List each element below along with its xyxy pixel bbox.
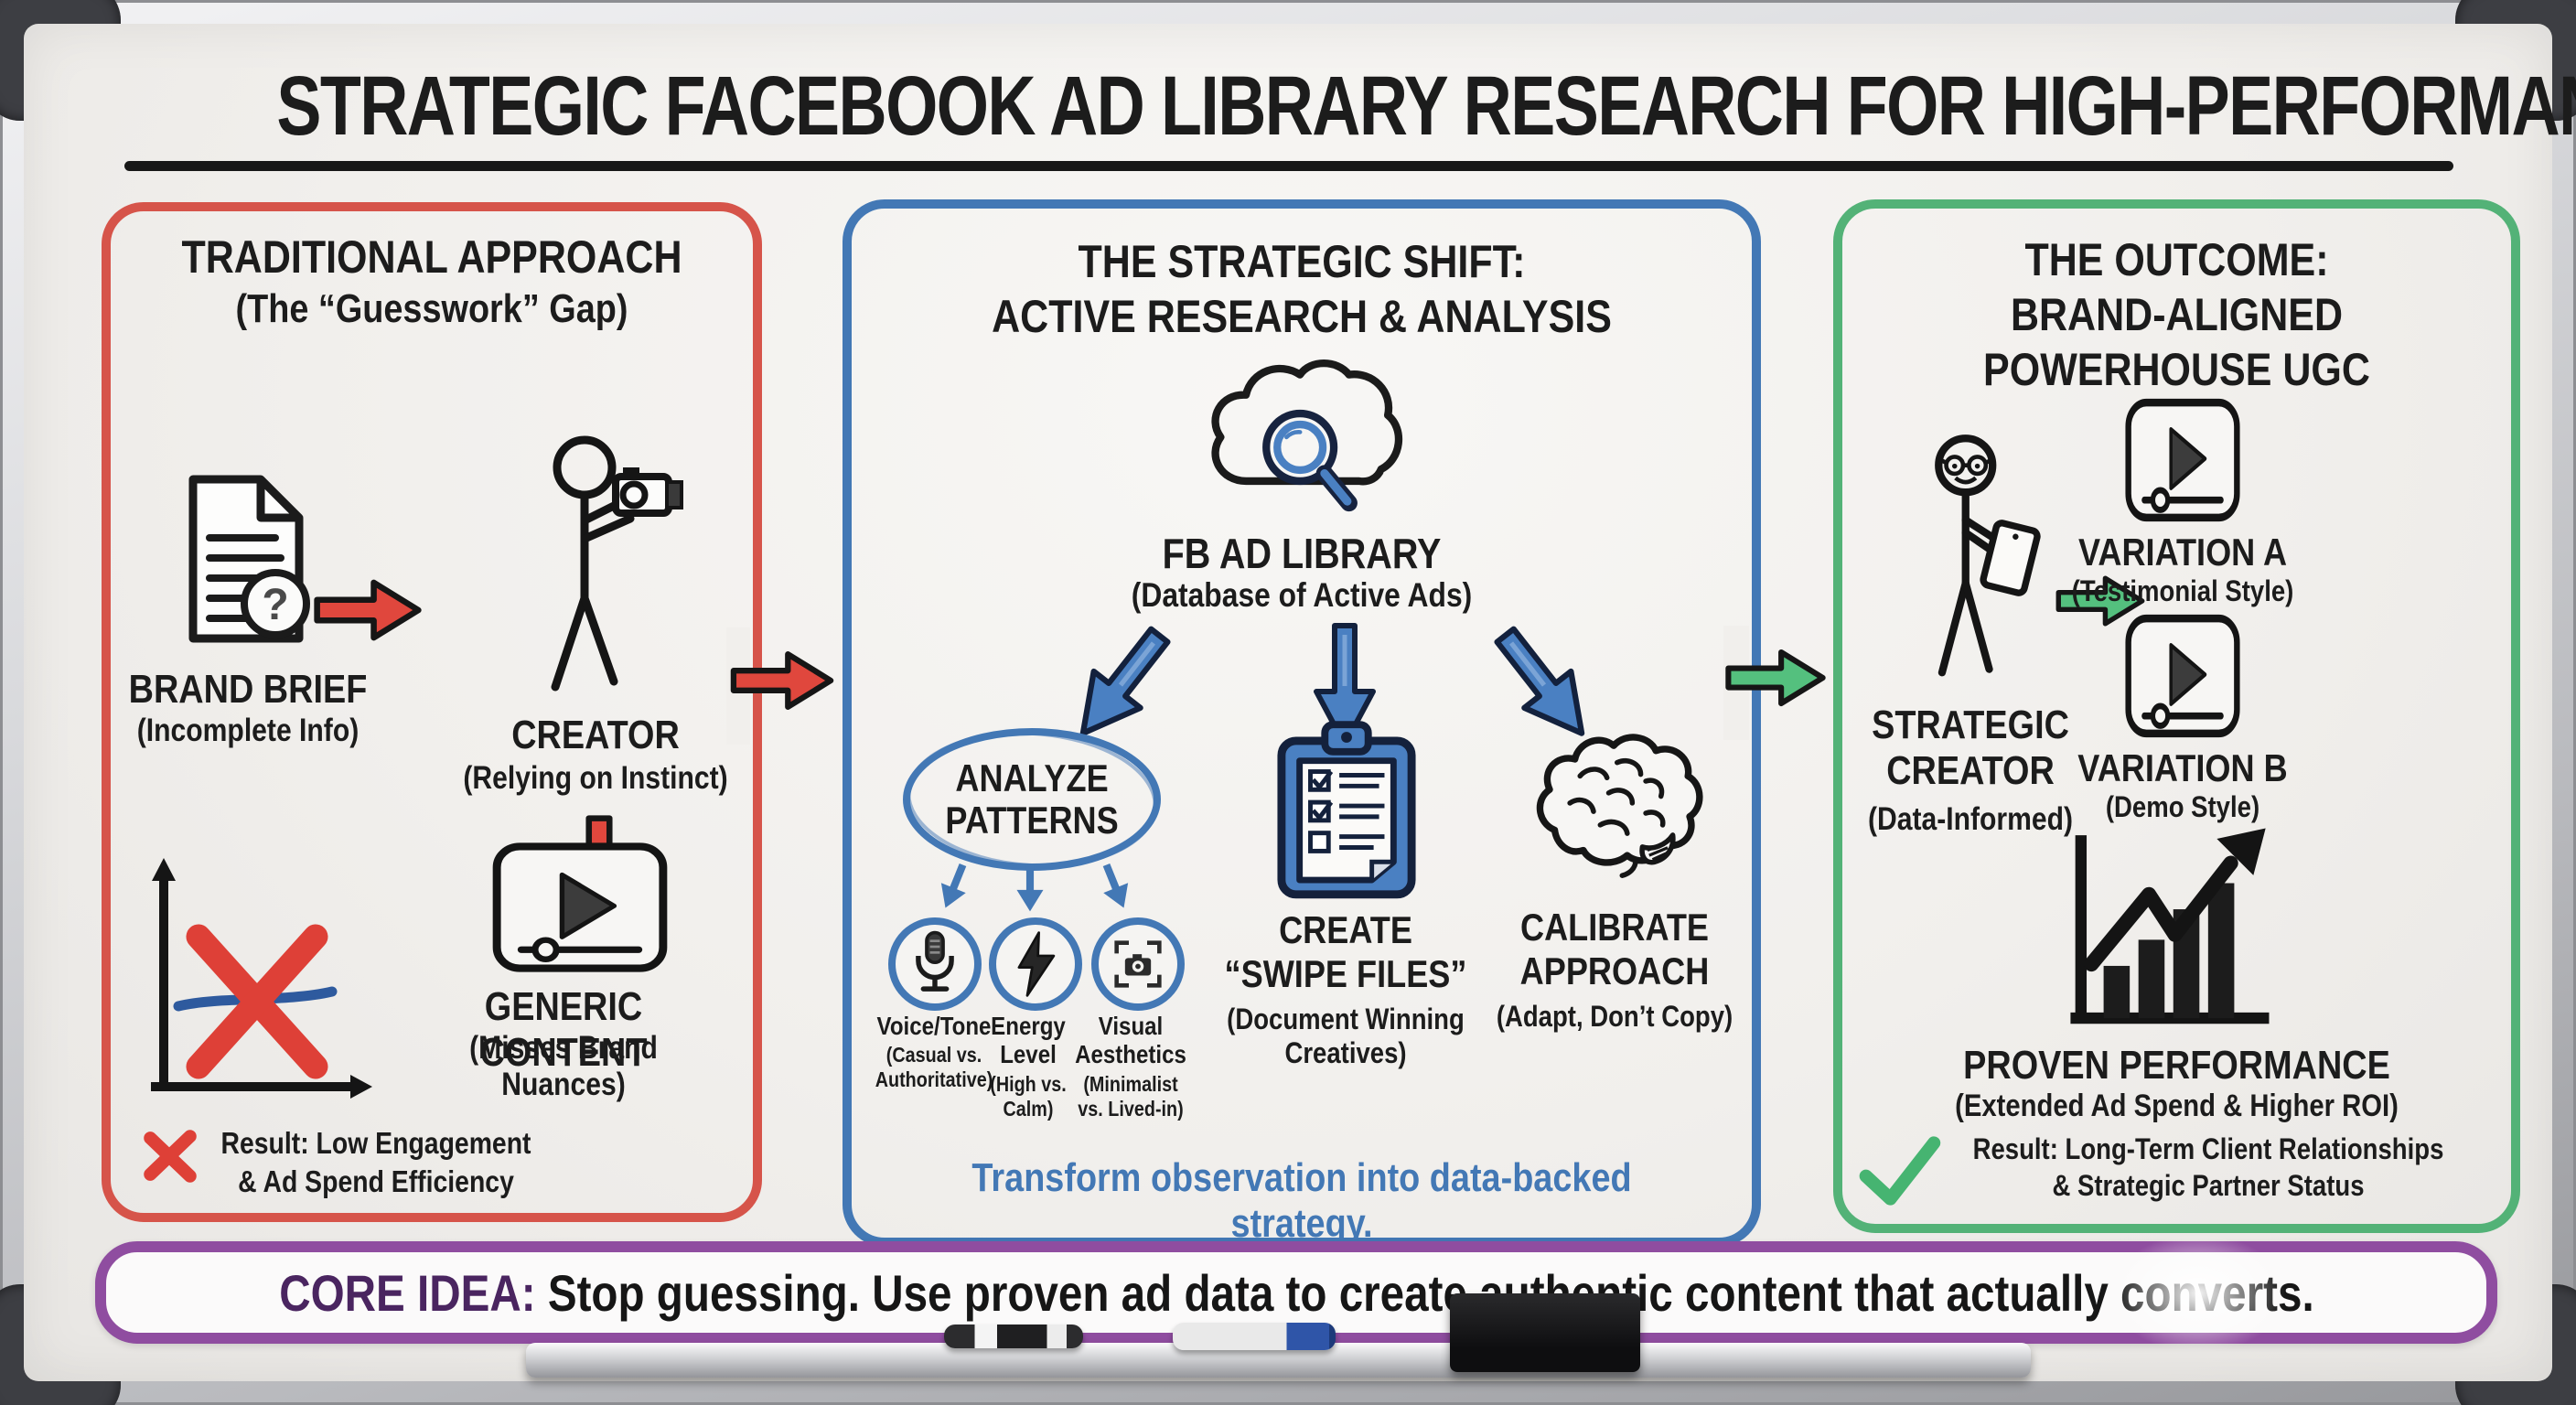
factor-visual-sub: (Minimalist vs. Lived-in) xyxy=(1078,1072,1184,1121)
strategic-creator-label: STRATEGIC CREATOR xyxy=(1872,702,2069,793)
variation-b-video-icon xyxy=(2124,613,2241,739)
transition-arrow-red-icon xyxy=(726,648,838,713)
panel-outcome: THE OUTCOME: BRAND-ALIGNED POWERHOUSE UG… xyxy=(1833,199,2520,1233)
black-marker[interactable] xyxy=(944,1325,1083,1348)
generic-content-label: GENERIC CONTENT xyxy=(479,984,648,1075)
small-arrow-right-icon xyxy=(1089,855,1143,918)
blue-arrow-down-left-icon xyxy=(1051,610,1189,759)
page-title: STRATEGIC FACEBOOK AD LIBRARY RESEARCH F… xyxy=(276,59,2576,153)
panel-strategic-shift: THE STRATEGIC SHIFT: ACTIVE RESEARCH & A… xyxy=(843,199,1761,1247)
lightning-bolt-icon xyxy=(1017,931,1056,997)
blue-arrow-down-right-icon xyxy=(1475,610,1613,759)
swipe-files-label: CREATE “SWIPE FILES” xyxy=(1224,908,1467,995)
strategic-title: THE STRATEGIC SHIFT: ACTIVE RESEARCH & A… xyxy=(992,236,1612,342)
camera-viewfinder-icon xyxy=(1114,940,1162,988)
core-idea-text: CORE IDEA: Stop guessing. Use proven ad … xyxy=(279,1263,2313,1323)
outcome-title: THE OUTCOME: BRAND-ALIGNED POWERHOUSE UG… xyxy=(1983,234,2370,395)
microphone-icon xyxy=(916,930,954,992)
calibrate-label: CALIBRATE APPROACH xyxy=(1519,906,1710,992)
factor-voice-label: Voice/Tone xyxy=(876,1012,992,1040)
variation-a-video-icon xyxy=(2124,397,2241,523)
traditional-title: TRADITIONAL APPROACH xyxy=(181,231,682,283)
board-eraser[interactable] xyxy=(1450,1293,1640,1372)
small-arrow-left-icon xyxy=(928,855,982,918)
variation-a-label: VARIATION A xyxy=(2077,531,2288,574)
blue-capped-marker[interactable] xyxy=(1173,1323,1336,1350)
factor-visual-label: Visual Aesthetics xyxy=(1075,1012,1186,1068)
flat-chart-with-x-icon xyxy=(129,847,385,1121)
whiteboard-surface: STRATEGIC FACEBOOK AD LIBRARY RESEARCH F… xyxy=(24,24,2576,1381)
transition-arrow-green-icon xyxy=(1722,646,1830,710)
analyze-patterns-label: ANALYZE PATTERNS xyxy=(945,756,1119,842)
checkmark-icon xyxy=(1857,1134,1941,1207)
strategic-creator-stick-figure-icon xyxy=(1888,421,2048,695)
swipe-files-sub: (Document Winning Creatives) xyxy=(1227,1003,1465,1069)
voice-tone-circle xyxy=(888,917,982,1011)
generic-content-video-player-icon xyxy=(490,841,670,974)
variation-b-sub: (Demo Style) xyxy=(2105,790,2260,823)
core-idea-statement: Stop guessing. Use proven ad data to cre… xyxy=(535,1263,2314,1322)
brand-brief-document-icon: ? xyxy=(173,472,319,646)
strategic-creator-sub: (Data-Informed) xyxy=(1867,801,2074,837)
brand-brief-label: BRAND BRIEF xyxy=(128,667,368,712)
x-mark-bullet-icon xyxy=(140,1126,200,1186)
proven-performance-sub: (Extended Ad Spend & Higher ROI) xyxy=(1955,1089,2399,1123)
core-idea-banner: CORE IDEA: Stop guessing. Use proven ad … xyxy=(95,1234,2497,1353)
visual-aesthetics-circle xyxy=(1091,917,1185,1011)
cloud-search-icon xyxy=(1192,346,1411,527)
proven-performance-label: PROVEN PERFORMANCE xyxy=(1963,1043,2390,1088)
fb-ad-library-sub: (Database of Active Ads) xyxy=(1131,576,1473,614)
core-idea-label: CORE IDEA: xyxy=(278,1263,536,1322)
growth-chart-icon xyxy=(2051,820,2287,1037)
brain-icon xyxy=(1518,721,1712,884)
fb-ad-library-label: FB AD LIBRARY xyxy=(1162,530,1442,577)
calibrate-sub: (Adapt, Don’t Copy) xyxy=(1496,1000,1733,1033)
small-arrow-down-icon xyxy=(1012,862,1048,915)
arrow-right-green-icon xyxy=(2051,573,2150,629)
creator-stick-figure-camera-icon xyxy=(504,429,687,703)
energy-level-circle xyxy=(989,917,1082,1011)
banner-glare xyxy=(2111,1234,2285,1353)
factor-voice-sub: (Casual vs. Authoritative) xyxy=(875,1043,993,1091)
creator-sub: (Relying on Instinct) xyxy=(463,760,728,796)
variation-a-sub: (Testimonial Style) xyxy=(2071,574,2294,607)
blue-arrow-down-icon xyxy=(1309,622,1380,750)
traditional-result-text: Result: Low Engagement & Ad Spend Effici… xyxy=(220,1126,531,1198)
strategic-footer-text: Transform observation into data-backed s… xyxy=(971,1155,1632,1246)
creator-label: CREATOR xyxy=(511,713,680,757)
swipe-files-clipboard-icon xyxy=(1274,719,1419,900)
analyze-patterns-ellipse: ANALYZE PATTERNS xyxy=(903,728,1161,871)
title-underline xyxy=(124,161,2453,171)
outcome-result-text: Result: Long-Term Client Relationships &… xyxy=(1972,1132,2444,1202)
arrow-right-red-icon xyxy=(312,575,424,645)
variation-b-label: VARIATION B xyxy=(2077,746,2288,789)
brand-brief-sub: (Incomplete Info) xyxy=(136,713,360,748)
panel-traditional-approach: TRADITIONAL APPROACH (The “Guesswork” Ga… xyxy=(102,202,762,1222)
factor-energy-label: Energy Level xyxy=(991,1012,1066,1068)
generic-content-sub: (Misses Brand Nuances) xyxy=(469,1030,658,1102)
svg-text:?: ? xyxy=(262,581,288,629)
traditional-subtitle: (The “Guesswork” Gap) xyxy=(235,286,628,331)
factor-energy-sub: (High vs. Calm) xyxy=(990,1072,1067,1121)
